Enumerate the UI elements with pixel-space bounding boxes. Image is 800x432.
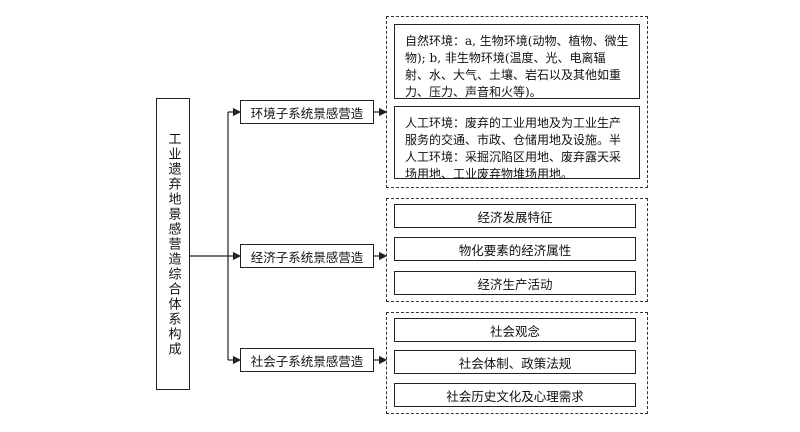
subsystem-economy: 经济子系统景感营造 (240, 244, 374, 268)
society-group (386, 312, 648, 414)
environment-artificial-item: 人工环境：废弃的工业用地及为工业生产服务的交通、市政、仓储用地及设施。半人工环境… (394, 106, 640, 181)
economy-item-2: 物化要素的经济属性 (394, 237, 636, 261)
economy-item-3: 经济生产活动 (394, 271, 636, 295)
society-item-2: 社会体制、政策法规 (394, 350, 636, 374)
economy-item-3-text: 经济生产活动 (477, 276, 553, 292)
environment-artificial-text: 人工环境：废弃的工业用地及为工业生产服务的交通、市政、仓储用地及设施。半人工环境… (405, 116, 622, 181)
environment-natural-text: 自然环境：a, 生物环境(动物、植物、微生物); b, 非生物环境(温度、光、电… (405, 34, 629, 99)
economy-item-1-text: 经济发展特征 (477, 209, 553, 225)
economy-group (386, 198, 648, 302)
root-box: 工业遗弃地景感营造综合体系构成 (156, 98, 190, 390)
environment-natural-item: 自然环境：a, 生物环境(动物、植物、微生物); b, 非生物环境(温度、光、电… (394, 24, 640, 99)
society-item-1: 社会观念 (394, 318, 636, 342)
subsystem-economy-label: 经济子系统景感营造 (250, 249, 364, 265)
society-item-3-text: 社会历史文化及心理需求 (446, 388, 584, 404)
subsystem-society: 社会子系统景感营造 (240, 348, 374, 372)
economy-item-1: 经济发展特征 (394, 204, 636, 228)
society-item-3: 社会历史文化及心理需求 (394, 383, 636, 407)
society-item-2-text: 社会体制、政策法规 (458, 355, 572, 371)
subsystem-society-label: 社会子系统景感营造 (250, 353, 364, 369)
economy-item-2-text: 物化要素的经济属性 (458, 242, 572, 258)
subsystem-environment-label: 环境子系统景感营造 (250, 105, 364, 121)
environment-group (386, 16, 648, 188)
root-label: 工业遗弃地景感营造综合体系构成 (165, 131, 181, 357)
society-item-1-text: 社会观念 (489, 323, 540, 339)
subsystem-environment: 环境子系统景感营造 (240, 100, 374, 124)
